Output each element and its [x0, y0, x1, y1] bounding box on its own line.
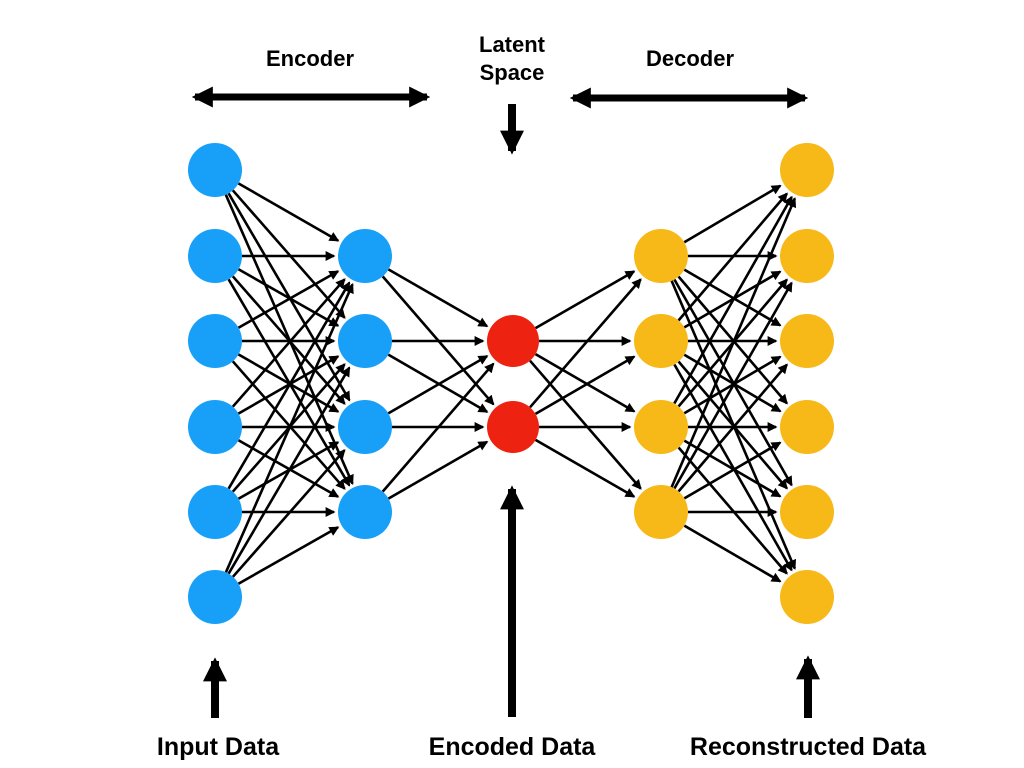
connection-edge	[683, 524, 782, 583]
connection-edge	[534, 270, 636, 330]
encoder-hidden-layer-node	[338, 229, 392, 283]
connection-edge	[227, 281, 351, 490]
connection-edge	[224, 283, 354, 573]
connection-edge	[237, 268, 340, 327]
input-data-label: Input Data	[157, 733, 280, 761]
encoded-data-label: Encoded Data	[429, 733, 597, 761]
connection-edge	[673, 195, 793, 405]
connection-edge	[673, 363, 793, 572]
connection-edge	[237, 270, 340, 329]
connection-edge	[381, 362, 495, 493]
connection-edge	[237, 353, 340, 413]
input-layer-node	[188, 314, 242, 368]
connection-edge	[231, 449, 346, 578]
input-layer-node	[188, 400, 242, 454]
output-layer-node	[780, 485, 834, 539]
reconstructed-data-label: Reconstructed Data	[690, 733, 927, 761]
connection-edge	[387, 268, 489, 328]
output-layer-node	[780, 314, 834, 368]
decoder-label: Decoder	[646, 46, 734, 71]
connection-edge	[683, 353, 782, 413]
latent-layer-node	[487, 401, 539, 453]
connection-edge	[534, 438, 636, 498]
output-layer-node	[780, 570, 834, 624]
latent-layer-node	[487, 315, 539, 367]
latent-space-label-line2: Space	[480, 60, 545, 85]
connection-edge	[231, 189, 346, 319]
latent-space-label-line1: Latent	[479, 32, 546, 57]
encoder-hidden-layer-node	[338, 314, 392, 368]
connection-edge	[683, 439, 782, 498]
connection-edge	[237, 439, 340, 498]
connection-edge	[673, 281, 793, 490]
input-layer-node	[188, 570, 242, 624]
connection-edge	[677, 192, 788, 322]
connection-edge	[387, 440, 489, 500]
input-layer-node	[188, 143, 242, 197]
connection-edge	[237, 182, 340, 242]
output-layer-node	[780, 229, 834, 283]
connection-edge	[387, 354, 489, 415]
connection-edge	[529, 359, 642, 490]
diagram-labels: Encoder Latent Space Decoder Input Data …	[157, 32, 927, 761]
connection-edge	[677, 363, 788, 493]
encoder-hidden-layer-node	[338, 485, 392, 539]
connection-edge	[529, 278, 642, 409]
connection-edge	[683, 184, 782, 244]
encoder-hidden-layer-node	[338, 400, 392, 454]
decoder-hidden-layer-node	[634, 229, 688, 283]
connection-edge	[683, 441, 782, 500]
connection-edge	[227, 366, 351, 575]
connection-edge	[231, 278, 346, 408]
connection-edge	[231, 360, 346, 490]
connection-edge	[670, 197, 797, 488]
connection-edge	[683, 268, 782, 327]
connection-edges	[224, 182, 797, 585]
output-layer-node	[780, 400, 834, 454]
input-layer-node	[188, 229, 242, 283]
decoder-hidden-layer-node	[634, 485, 688, 539]
annotation-arrows	[191, 86, 820, 718]
connection-edge	[534, 352, 636, 413]
encoder-label: Encoder	[266, 46, 354, 71]
connection-edge	[237, 526, 340, 585]
neuron-nodes	[188, 143, 834, 624]
decoder-hidden-layer-node	[634, 400, 688, 454]
connection-edge	[677, 360, 788, 490]
connection-edge	[534, 355, 636, 416]
decoder-hidden-layer-node	[634, 314, 688, 368]
input-layer-node	[188, 485, 242, 539]
output-layer-node	[780, 143, 834, 197]
